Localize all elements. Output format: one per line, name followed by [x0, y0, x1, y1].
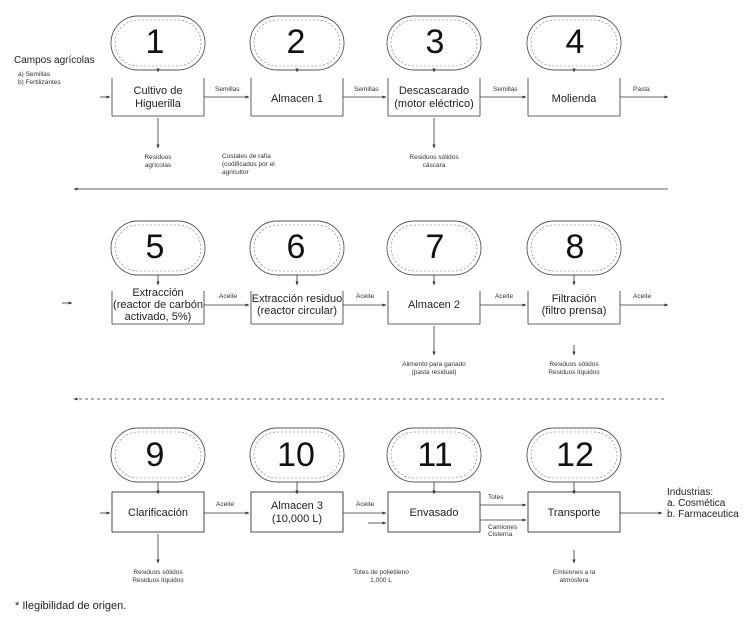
stage-number-10: 10: [277, 436, 315, 474]
flow-label-r3-1: Aceite: [216, 501, 235, 508]
stage-label-9: Clarificación: [128, 507, 188, 519]
flow-label-r1-4: Pasta: [633, 86, 650, 93]
pill-inner-11: [390, 431, 478, 479]
flow-label-camiones-2: Cisterna: [488, 531, 513, 538]
output-9a: Residuos sólidos: [133, 569, 183, 576]
stage-label-5a: Extracción: [132, 287, 184, 299]
output-2c: agricultor: [222, 169, 249, 176]
pill-inner-8: [530, 224, 618, 272]
stage-number-2: 2: [286, 23, 306, 61]
pill-inner-1: [114, 19, 202, 67]
pill-inner-10: [253, 431, 341, 479]
output-3b: cáscara: [422, 162, 446, 169]
stage-label-5b: (reactor de carbón: [113, 299, 203, 311]
output-2a: Costales de rafia: [222, 153, 271, 160]
output-8b: Residuos líquidos: [548, 369, 600, 376]
stage-label-10b: (10,000 L): [271, 513, 323, 525]
stage-label-2: Almacen 1: [271, 93, 323, 105]
pill-inner-9: [114, 431, 202, 479]
destination-item-2: b. Farmaceutica: [667, 509, 739, 520]
flow-label-totes: Totes: [488, 494, 504, 501]
flow-label-r2-2: Aceite: [356, 293, 375, 300]
output-12a: Emisiones a la: [552, 569, 596, 576]
stage-label-5c: activado, 5%): [124, 311, 192, 323]
pill-inner-3: [390, 19, 478, 67]
pill-inner-7: [390, 224, 478, 272]
stage-label-7: Almacen 2: [408, 299, 460, 311]
stage-number-9: 9: [145, 436, 165, 474]
stage-number-7: 7: [425, 228, 445, 266]
stage-label-11: Envasado: [409, 507, 459, 519]
output-1a: Residuos: [144, 154, 172, 161]
source-item-fertilizers: b) Fertilizantes: [18, 79, 61, 86]
process-box-12: [527, 491, 621, 533]
stage-number-1: 1: [145, 23, 165, 61]
flow-label-r3-2: Aceite: [356, 501, 375, 508]
flow-label-r1-2: Semillas: [354, 86, 379, 93]
process-box-10: [250, 491, 344, 533]
process-box-9: [111, 491, 205, 533]
stage-label-8a: Filtración: [551, 293, 597, 305]
stage-label-6b: (reactor circular): [256, 305, 338, 317]
output-8a: Residuos sólidos: [549, 361, 599, 368]
stage-label-4: Molienda: [551, 93, 597, 105]
output-12b: atmósfera: [559, 577, 589, 584]
destination-title: Industrias:: [667, 487, 714, 498]
output-11a: Totes de polietileno: [353, 569, 409, 576]
stage-number-12: 12: [556, 436, 594, 474]
process-box-11: [387, 491, 481, 533]
stage-label-3b: (motor eléctrico): [394, 98, 474, 110]
footnote: * Ilegibilidad de origen.: [15, 600, 127, 612]
stage-number-3: 3: [425, 23, 445, 61]
output-1b: agrícolas: [144, 162, 172, 169]
stage-number-8: 8: [565, 228, 585, 266]
pill-inner-2: [253, 19, 341, 67]
stage-label-1b: Higuerilla: [135, 98, 181, 110]
stage-number-6: 6: [286, 228, 306, 266]
pill-inner-12: [530, 431, 618, 479]
destination-item-1: a. Cosmética: [667, 498, 726, 509]
source-item-seeds: a) Semillas: [18, 71, 51, 78]
pill-inner-5: [114, 224, 202, 272]
flow-label-camiones-1: Camiones: [488, 524, 518, 531]
flow-label-r1-1: Semillas: [215, 86, 240, 93]
stage-label-8b: (filtro prensa): [541, 305, 607, 317]
pill-inner-6: [253, 224, 341, 272]
source-title: Campos agrícolas: [14, 55, 95, 66]
flow-label-r2-1: Aceite: [219, 293, 238, 300]
stage-label-12: Transporte: [547, 507, 601, 519]
output-2b: (codificados por el: [222, 161, 275, 168]
output-3a: Residuos sólidos: [409, 154, 459, 161]
flow-label-r1-3: Semillas: [493, 86, 518, 93]
output-11b: 1,000 L: [370, 577, 392, 584]
stage-number-11: 11: [417, 436, 453, 474]
pill-inner-4: [530, 19, 618, 67]
stage-number-4: 4: [565, 23, 585, 61]
flow-label-r2-4: Aceite: [633, 293, 652, 300]
stage-label-6a: Extracción residuo: [251, 293, 343, 305]
output-7b: (pasta residual): [411, 369, 457, 376]
output-7a: Alimento para ganado: [402, 361, 466, 368]
output-9b: Residuos líquidos: [132, 577, 184, 584]
stage-label-1a: Cultivo de: [133, 85, 183, 97]
stage-number-5: 5: [145, 228, 165, 266]
stage-label-10a: Almacen 3: [271, 500, 323, 512]
flow-label-r2-3: Aceite: [495, 293, 514, 300]
stage-label-3a: Descascarado: [398, 85, 470, 97]
